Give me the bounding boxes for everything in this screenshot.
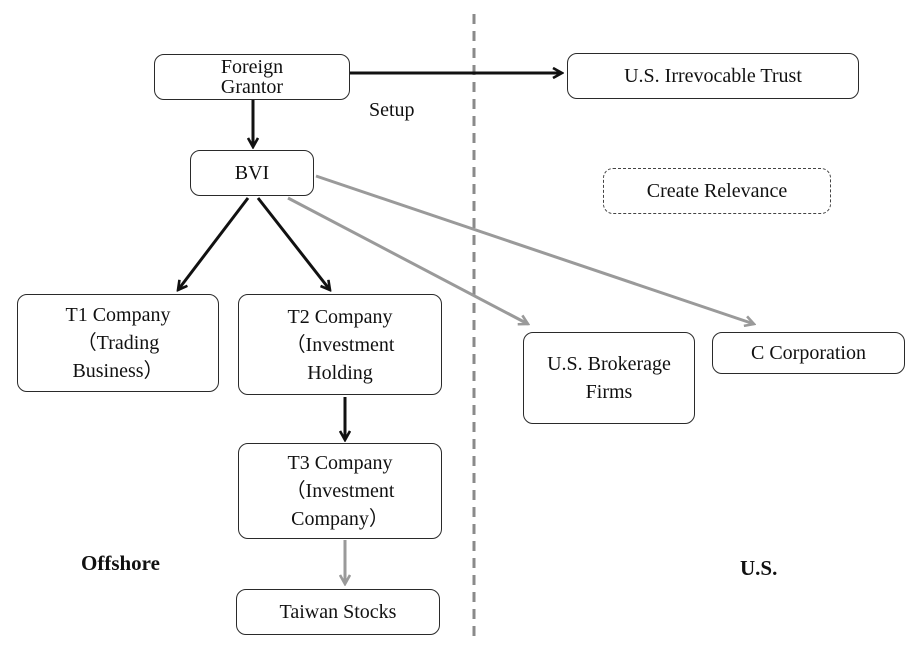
node-t2-company: T2 Company （Investment Holding bbox=[238, 294, 442, 395]
arrow-bvi-to-c-corporation bbox=[315, 174, 754, 324]
arrow-bvi-to-brokerage bbox=[287, 196, 528, 324]
node-taiwan-stocks: Taiwan Stocks bbox=[236, 589, 440, 635]
node-create-relevance: Create Relevance bbox=[603, 168, 831, 214]
us-region-label: U.S. bbox=[740, 556, 778, 580]
arrow-bvi-to-t2 bbox=[256, 197, 330, 290]
node-foreign-grantor: Foreign Grantor bbox=[154, 54, 350, 100]
node-bvi: BVI bbox=[190, 150, 314, 196]
arrow-bvi-to-t1 bbox=[178, 197, 250, 290]
setup-label: Setup bbox=[369, 99, 415, 121]
node-us-brokerage-firms: U.S. Brokerage Firms bbox=[523, 332, 695, 424]
node-t3-company: T3 Company （Investment Company） bbox=[238, 443, 442, 539]
node-us-irrevocable-trust: U.S. Irrevocable Trust bbox=[567, 53, 859, 99]
offshore-region-label: Offshore bbox=[81, 551, 160, 575]
node-t1-company: T1 Company （Trading Business） bbox=[17, 294, 219, 392]
node-c-corporation: C Corporation bbox=[712, 332, 905, 374]
